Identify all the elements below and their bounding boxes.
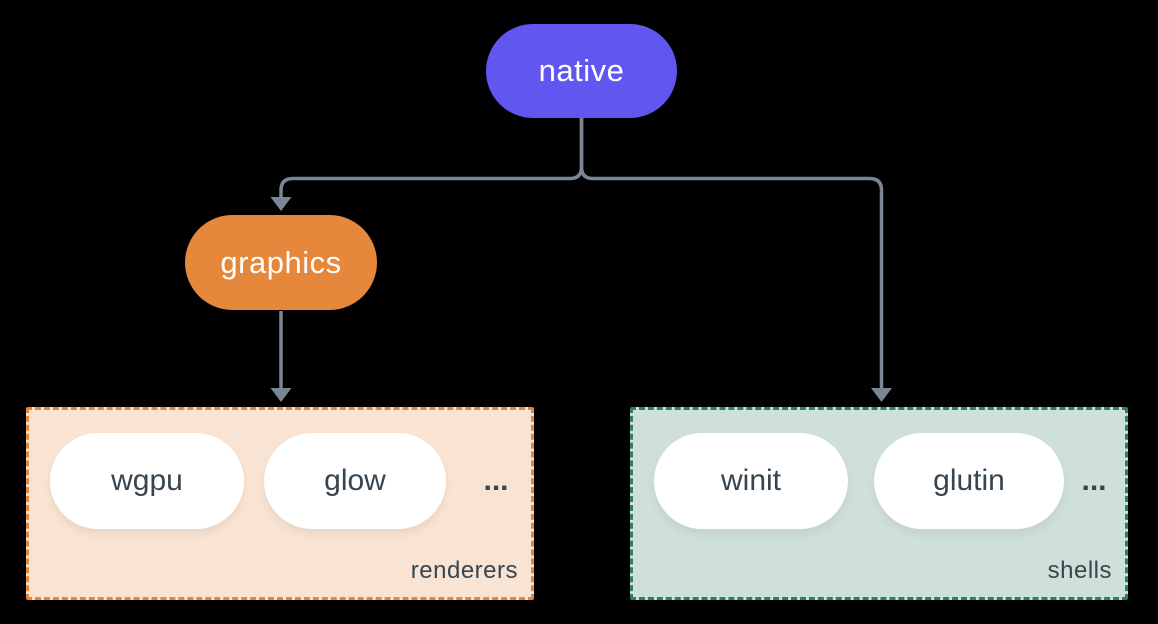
node-native: native [486,24,677,118]
node-wgpu: wgpu [50,433,244,529]
node-native-label: native [538,53,625,88]
arrowhead-to-shells [871,388,892,402]
shells-group-label: shells [1047,557,1112,584]
group-shells: winit glutin ... shells [630,407,1128,600]
node-winit-label: winit [720,464,781,497]
node-graphics: graphics [185,215,377,310]
node-glutin: glutin [874,433,1064,529]
renderers-ellipsis: ... [483,464,509,497]
node-glow: glow [264,433,446,529]
renderers-group-label: renderers [410,557,518,584]
node-wgpu-label: wgpu [111,464,183,497]
group-renderers: wgpu glow ... renderers [26,407,534,600]
shells-ellipsis: ... [1081,464,1107,497]
node-glutin-label: glutin [933,464,1005,497]
arrowhead-to-graphics [270,197,292,211]
connector-native-to-graphics [279,118,584,198]
node-graphics-label: graphics [220,244,342,280]
connector-native-to-shells [579,118,884,389]
node-glow-label: glow [324,464,386,497]
arrowhead-to-renderers [270,388,292,402]
node-winit: winit [654,433,848,529]
